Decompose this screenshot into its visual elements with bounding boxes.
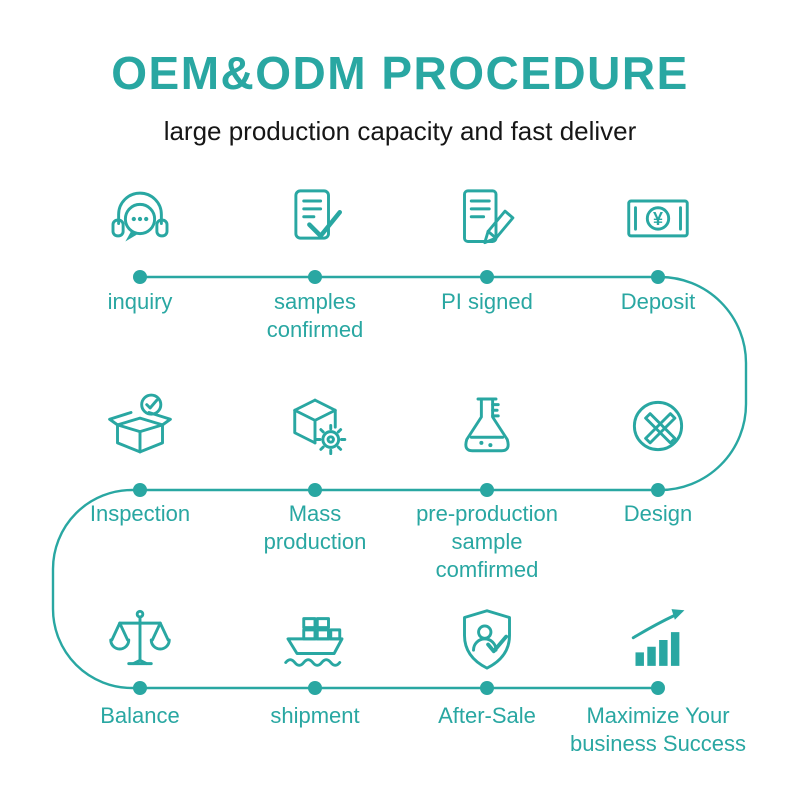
step-label: samples confirmed bbox=[266, 289, 364, 343]
step-label: Maximize Your business Success bbox=[569, 703, 747, 757]
page-title: OEM&ODM PROCEDURE bbox=[111, 47, 689, 99]
step-samples-confirmed: samples confirmed bbox=[220, 183, 410, 344]
headset-chat-icon bbox=[104, 183, 176, 255]
step-label: Deposit bbox=[620, 289, 696, 314]
document-pencil-icon bbox=[451, 183, 523, 255]
step-mass-production: Mass production bbox=[220, 390, 410, 556]
step-maximize-success: Maximize Your business Success bbox=[563, 604, 753, 758]
step-design: Design bbox=[563, 390, 753, 528]
step-label: Balance bbox=[100, 703, 180, 728]
step-after-sale: After-Sale bbox=[392, 604, 582, 730]
shield-user-check-icon bbox=[451, 604, 523, 676]
cargo-ship-icon bbox=[279, 604, 351, 676]
design-tools-icon bbox=[622, 390, 694, 462]
step-pi-signed: PI signed bbox=[392, 183, 582, 316]
step-label: Mass production bbox=[263, 501, 367, 555]
step-balance: Balance bbox=[45, 604, 235, 730]
step-label: inquiry bbox=[107, 289, 173, 314]
step-label: PI signed bbox=[441, 289, 533, 314]
step-label: Inspection bbox=[89, 501, 191, 526]
flask-icon bbox=[451, 390, 523, 462]
step-deposit: ¥ Deposit bbox=[563, 183, 753, 316]
document-check-icon bbox=[279, 183, 351, 255]
step-label: After-Sale bbox=[438, 703, 536, 728]
step-label: Design bbox=[623, 501, 693, 526]
cube-gear-icon bbox=[279, 390, 351, 462]
growth-chart-icon bbox=[622, 604, 694, 676]
step-label: pre-production sample comfirmed bbox=[416, 501, 558, 583]
balance-scale-icon bbox=[104, 604, 176, 676]
svg-text:¥: ¥ bbox=[653, 209, 663, 229]
step-preproduction-sample: pre-production sample comfirmed bbox=[392, 390, 582, 584]
step-label: shipment bbox=[270, 703, 360, 728]
step-inspection: Inspection bbox=[45, 390, 235, 528]
open-box-check-icon bbox=[104, 390, 176, 462]
banknote-yen-icon: ¥ bbox=[622, 183, 694, 255]
step-shipment: shipment bbox=[220, 604, 410, 730]
step-inquiry: inquiry bbox=[45, 183, 235, 316]
page-subtitle: large production capacity and fast deliv… bbox=[163, 116, 637, 146]
